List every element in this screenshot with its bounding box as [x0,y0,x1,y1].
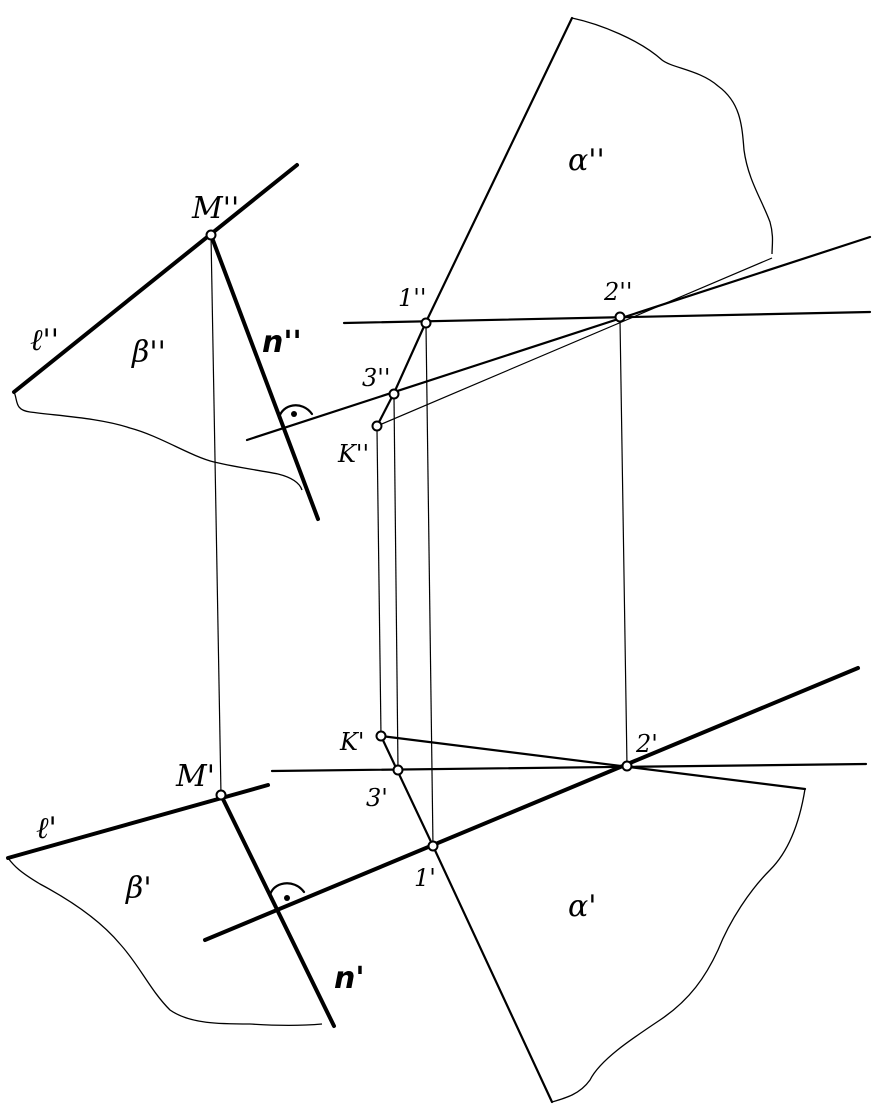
plane-beta-plan-boundary [7,857,323,1027]
plane-beta-frontal-boundary [13,391,303,491]
label-2-plan: 2' [635,730,658,758]
label-k-frontal: K'' [337,440,369,468]
line-k-2-frontal [376,257,773,427]
right-angle-dot-frontal [291,411,297,417]
point-3-frontal [388,388,400,400]
point-1-frontal [420,317,432,329]
right-angle-marker-frontal [277,404,314,420]
alpha-plan-edge-lower [431,844,554,1104]
point-m-frontal [205,229,217,241]
label-3-plan: 3' [366,784,388,812]
point-1-plan [427,840,439,852]
alpha-frontal-edge-lower [392,320,428,395]
plane-alpha-frontal-boundary [571,17,774,255]
line-l-frontal [12,163,299,394]
link-line-2 [619,319,628,767]
alpha-frontal-edge [424,16,574,324]
line-3-2-frontal [245,235,872,442]
line-k-2-plan [379,734,807,791]
label-m-plan: M' [175,759,215,794]
label-m-frontal: M'' [191,191,239,226]
label-beta-frontal: β'' [131,335,166,370]
label-k-plan: K' [339,728,365,756]
label-alpha-plan: α' [568,889,597,924]
label-3-frontal: 3'' [362,364,390,392]
label-l-plan: ℓ' [36,811,57,846]
normal-n-plan [219,793,336,1028]
label-beta-plan: β' [125,871,152,906]
alpha-plan-edge [379,734,435,848]
right-angle-marker-plan [268,882,306,898]
line-1-2-plan [203,666,860,942]
point-3-plan [392,764,404,776]
normal-n-frontal [209,233,320,521]
point-m-plan [215,789,227,801]
label-n-plan: n' [334,961,365,996]
link-line-m [210,234,222,796]
label-alpha-frontal: α'' [568,143,605,178]
plane-alpha-plan-boundary [551,788,806,1103]
label-1-frontal: 1'' [398,284,426,312]
point-2-frontal [614,311,626,323]
right-angle-dot-plan [284,895,290,901]
point-k-frontal [371,420,383,432]
link-line-1 [425,325,434,847]
link-line-3 [393,396,399,770]
horizontal-line-1-2-frontal [342,310,872,325]
link-line-k [376,429,382,737]
label-l-frontal: ℓ'' [30,323,59,358]
point-2-plan [621,760,633,772]
label-2-frontal: 2'' [603,278,632,306]
point-k-plan [375,730,387,742]
label-n-frontal: n'' [262,325,302,360]
label-1-plan: 1' [414,864,436,892]
horizontal-line-3-2-plan [270,762,868,773]
